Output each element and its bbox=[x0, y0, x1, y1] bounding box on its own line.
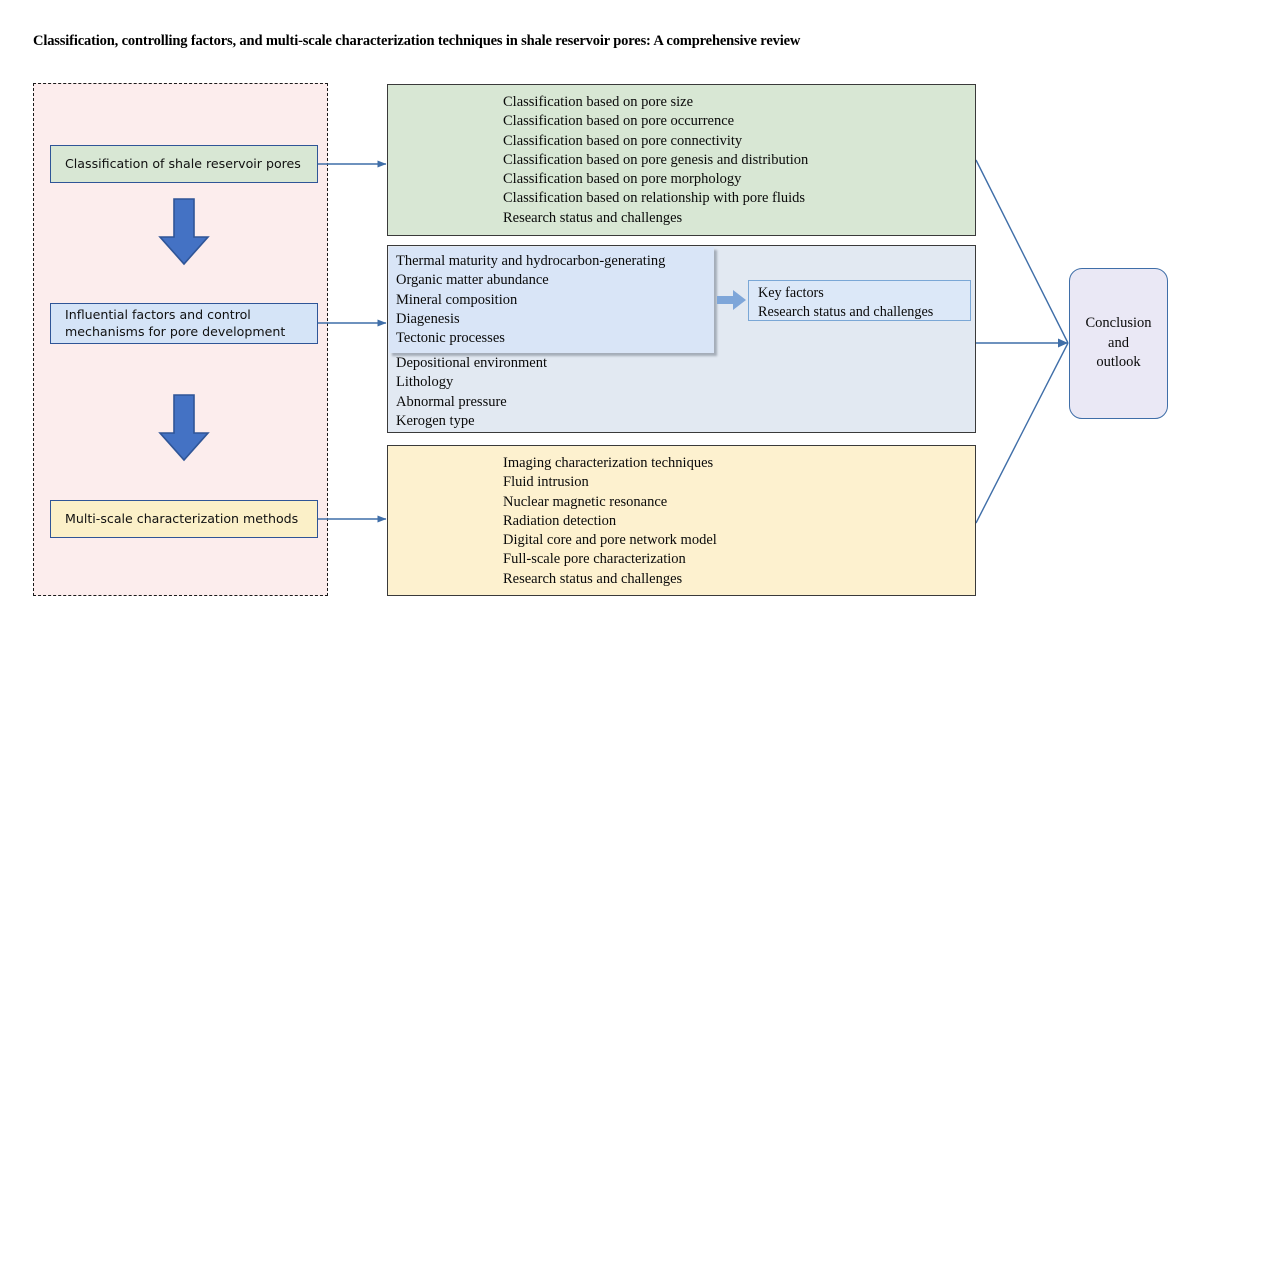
list-item: Classification based on pore connectivit… bbox=[503, 132, 743, 149]
list-item: Classification based on pore genesis and… bbox=[503, 151, 809, 168]
list-item: Lithology bbox=[396, 374, 454, 391]
page-title: Classification, controlling factors, and… bbox=[33, 33, 801, 49]
list-item: Depositional environment bbox=[396, 355, 548, 371]
stage-box-methods[interactable]: Multi-scale characterization methods bbox=[50, 500, 318, 538]
conclusion-box[interactable]: Conclusion and outlook bbox=[1069, 268, 1168, 419]
list-item: Imaging characterization techniques bbox=[503, 455, 714, 471]
panel-factors-highlighted-list: Thermal maturity and hydrocarbon-generat… bbox=[396, 252, 714, 348]
right-arrow-icon-key-factors bbox=[717, 290, 746, 310]
panel-factors-key-subbox: Thermal maturity and hydrocarbon-generat… bbox=[389, 247, 714, 353]
stage-box-factors[interactable]: Influential factors and control mechanis… bbox=[50, 303, 318, 344]
list-item: Organic matter abundance bbox=[396, 272, 549, 289]
down-arrow-icon-2 bbox=[158, 394, 210, 462]
list-item: Research status and challenges bbox=[503, 209, 683, 226]
stage-box-classification-label: Classification of shale reservoir pores bbox=[65, 155, 301, 171]
list-item: Classification based on pore morphology bbox=[503, 171, 742, 188]
list-item: Full-scale pore characterization bbox=[503, 551, 686, 568]
down-arrow-icon-1 bbox=[158, 198, 210, 266]
list-item: Research status and challenges bbox=[503, 570, 683, 587]
list-item: Thermal maturity and hydrocarbon-generat… bbox=[396, 253, 666, 269]
list-item: Radiation detection bbox=[503, 512, 617, 529]
list-item: Nuclear magnetic resonance bbox=[503, 493, 668, 510]
list-item: Key factors bbox=[758, 285, 824, 301]
conclusion-line-2: and bbox=[1108, 334, 1129, 351]
list-item: Classification based on pore occurrence bbox=[503, 113, 735, 130]
key-factors-list: Key factors Research status and challeng… bbox=[758, 284, 970, 321]
list-item: Classification based on relationship wit… bbox=[503, 190, 806, 207]
list-item: Tectonic processes bbox=[396, 330, 505, 347]
stage-box-methods-label: Multi-scale characterization methods bbox=[65, 510, 299, 526]
list-item: Mineral composition bbox=[396, 291, 518, 308]
stage-box-factors-label: Influential factors and control mechanis… bbox=[65, 306, 286, 339]
list-item: Classification based on pore size bbox=[503, 94, 694, 110]
stage-box-classification[interactable]: Classification of shale reservoir pores bbox=[50, 145, 318, 183]
list-item: Diagenesis bbox=[396, 310, 460, 327]
panel-methods: Imaging characterization techniques Flui… bbox=[387, 445, 976, 596]
conclusion-line-3: outlook bbox=[1096, 354, 1141, 371]
panel-methods-list: Imaging characterization techniques Flui… bbox=[503, 454, 717, 589]
list-item: Kerogen type bbox=[396, 412, 475, 429]
panel-classification-list: Classification based on pore size Classi… bbox=[503, 93, 808, 228]
panel-classification: Classification based on pore size Classi… bbox=[387, 84, 976, 236]
key-factors-callout: Key factors Research status and challeng… bbox=[748, 280, 971, 321]
panel-factors-other-list: Depositional environment Lithology Abnor… bbox=[396, 354, 547, 431]
list-item: Research status and challenges bbox=[758, 303, 934, 320]
list-item: Abnormal pressure bbox=[396, 393, 507, 410]
list-item: Fluid intrusion bbox=[503, 474, 589, 491]
conclusion-line-1: Conclusion bbox=[1085, 315, 1152, 332]
list-item: Digital core and pore network model bbox=[503, 532, 717, 549]
